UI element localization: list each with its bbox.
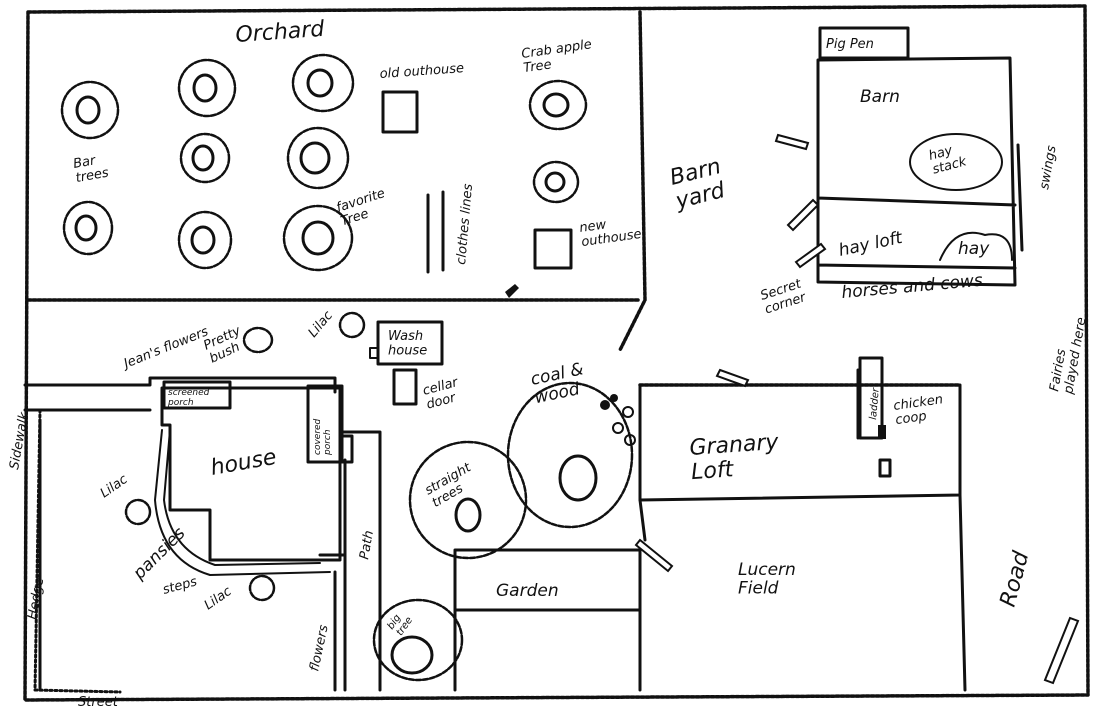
swings-label: swings xyxy=(1037,144,1060,190)
clothes-lines-label: clothes lines xyxy=(454,183,476,265)
orchard-trees xyxy=(60,53,588,272)
sidewalk-lines xyxy=(23,383,42,412)
orchard-tree xyxy=(177,210,233,270)
orchard-fence xyxy=(26,10,647,352)
barn-label: Barn xyxy=(860,87,900,107)
hay-pile xyxy=(939,231,1013,261)
orchard-tree xyxy=(60,80,120,140)
swings-shape xyxy=(1016,143,1024,252)
barn-shape xyxy=(816,56,1017,287)
hay-label: hay xyxy=(958,239,990,259)
house-label: house xyxy=(209,445,279,481)
wash-house-step xyxy=(369,347,379,359)
crab-apple-tree-label: Crab appleTree xyxy=(520,37,594,76)
lilac-bottom-bush xyxy=(248,574,276,602)
orchard-tree xyxy=(179,132,231,184)
yard-gate xyxy=(715,368,750,388)
house-walk xyxy=(318,430,382,692)
favorite-tree-mark xyxy=(282,204,354,272)
big-tree-mark xyxy=(372,598,464,682)
cellar-door-shape xyxy=(392,368,418,406)
straight-trees-cluster xyxy=(408,381,634,560)
barn-door-2 xyxy=(786,198,820,232)
porch-steps xyxy=(340,434,354,464)
barn-door-3 xyxy=(794,242,827,269)
big-tree-label: bigtree xyxy=(385,609,415,638)
flowers-label: flowers xyxy=(307,623,332,672)
lilac-left-label: Lilac xyxy=(98,472,131,501)
screened-porch-shape xyxy=(162,380,232,410)
barn-yard-label: Barnyard xyxy=(666,154,729,214)
wash-house-shape xyxy=(376,320,444,366)
covered-porch-label: coveredporch xyxy=(313,418,333,456)
orchard-tree xyxy=(286,126,350,190)
jeans-flowers-label: Jean's flowers xyxy=(119,324,211,373)
street-label: Street xyxy=(78,695,119,710)
crab-apple-tree-mark xyxy=(528,79,588,131)
new-outhouse-label: newouthouse xyxy=(578,213,642,250)
pretty-bush-label: Prettybush xyxy=(201,323,249,366)
old-outhouse-shape xyxy=(381,90,419,134)
ladder-label: ladder xyxy=(868,387,882,421)
coop-door xyxy=(878,458,892,478)
lilac-bottom-label: Lilac xyxy=(202,584,235,613)
path-label: Path xyxy=(357,529,377,560)
orchard-tree xyxy=(532,160,580,204)
orchard-tree xyxy=(291,53,355,113)
new-outhouse-shape xyxy=(533,228,573,270)
steps-label: steps xyxy=(161,574,199,598)
fairies-label: Fairiesplayed here xyxy=(1047,314,1089,396)
cellar-door-label: cellardoor xyxy=(421,375,465,413)
lucern-field-boundary xyxy=(638,493,967,692)
orchard-tree xyxy=(177,58,237,118)
yard-walls xyxy=(38,418,337,692)
chicken-coop-label: chickencoop xyxy=(892,392,946,428)
granary-loft-label: GranaryLoft xyxy=(689,430,782,485)
field-gate xyxy=(634,538,674,573)
lilac-left-bush xyxy=(124,498,152,526)
hay-loft-label: hay loft xyxy=(837,228,905,261)
pansies-border xyxy=(154,429,331,576)
garden-label: Garden xyxy=(496,581,559,601)
granary-building xyxy=(638,368,962,502)
garden-boundary xyxy=(453,548,642,692)
straight-trees-label: straighttrees xyxy=(423,460,482,511)
lilac-top-label: Lilac xyxy=(306,308,337,340)
orchard-label: Orchard xyxy=(235,17,326,48)
coal-wood-pile xyxy=(600,394,636,446)
favorite-tree-label: favoriteTree xyxy=(335,186,392,229)
house-shape xyxy=(160,386,342,562)
clothes-lines-shape xyxy=(426,190,445,274)
lilac-top-bush xyxy=(338,311,366,339)
ladder-door xyxy=(878,425,886,439)
secret-corner-label: Secretcorner xyxy=(759,276,810,317)
pig-pen-label: Pig Pen xyxy=(826,37,874,52)
hedge-label: Hedge xyxy=(25,576,47,620)
property-boundary xyxy=(23,4,1090,702)
old-outhouse-label: old outhouse xyxy=(379,61,464,82)
map-labels: Orchard old outhouse Crab appleTree Bart… xyxy=(7,17,1089,710)
ladder-shape xyxy=(858,356,884,440)
covered-porch-shape xyxy=(306,384,344,464)
hay-stack-shape xyxy=(909,133,1003,191)
road-label: Road xyxy=(996,548,1035,610)
horses-and-cows-label: horses and cows xyxy=(841,271,984,303)
orchard-gate-post xyxy=(505,284,519,298)
pretty-bush-shape xyxy=(242,326,274,354)
pig-pen-shape xyxy=(818,26,910,60)
road-gate xyxy=(1043,616,1080,685)
orchard-tree xyxy=(62,200,114,256)
barn-door xyxy=(774,133,810,151)
pansies-label: pansies xyxy=(129,523,190,584)
hay-stack-label: haystack xyxy=(927,140,968,177)
hedge-line xyxy=(33,408,122,694)
bar-trees-label: Bartrees xyxy=(72,151,110,186)
sidewalk-label: Sidewalk xyxy=(7,411,32,471)
house-yard-fence xyxy=(38,376,337,412)
